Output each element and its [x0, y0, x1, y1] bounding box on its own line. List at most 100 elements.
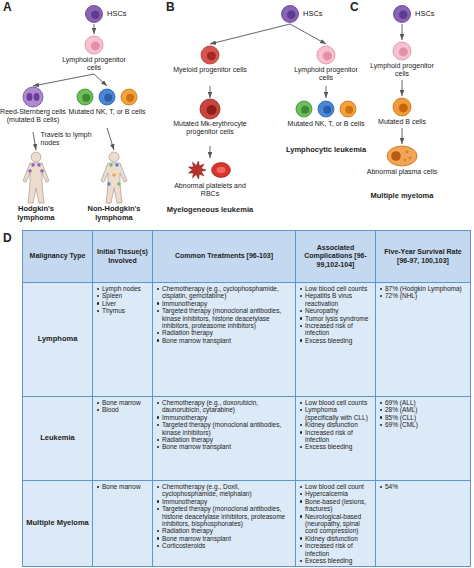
bullet-dot-holder	[156, 300, 162, 307]
cell-shape	[172, 98, 248, 120]
bullet-item: Increased risk of infection	[299, 429, 372, 444]
bullet-dot-holder	[299, 483, 305, 490]
cell-body	[85, 36, 103, 54]
bullet-item: Bone marrow transplant	[156, 443, 292, 450]
bullet-dot	[380, 402, 382, 404]
cell-text: Bone marrow	[102, 483, 141, 490]
header-cell: Associated Complications [96-99,102-104]	[296, 231, 376, 283]
bullet-dot	[380, 416, 382, 418]
bullet-item: 28% (AML)	[379, 406, 467, 413]
cell-illustration	[366, 40, 438, 62]
header-text: Common Treatments [96-103]	[175, 252, 273, 259]
bullet-dot	[380, 409, 382, 411]
header-cell: Initial Tissue(s) Involved	[93, 231, 153, 283]
bullet-item: Lymph nodes	[96, 285, 149, 292]
bullet-item: Excess bleeding	[299, 337, 372, 344]
bullet-dot-holder	[299, 421, 305, 428]
cell-label: Mutated B cells	[378, 118, 426, 126]
bullet-item: Chemotherapy (e.g., doxorubicin, daunoru…	[156, 399, 292, 414]
bullet-item: Hypercalcemia	[299, 490, 372, 497]
bullet-dot	[300, 431, 302, 433]
cell-body	[86, 6, 103, 23]
lymph-node-dot	[107, 182, 110, 185]
cell-body	[394, 6, 411, 23]
lymph-node-dot	[115, 163, 118, 166]
lymph-node-dot	[109, 163, 112, 166]
bullet-dot	[157, 500, 159, 502]
flow-arrow	[107, 128, 114, 150]
bullet-item: Immunotherapy	[156, 300, 292, 307]
flow-arrow	[326, 86, 327, 98]
bullet-dot	[157, 424, 159, 426]
cell-nucleus	[399, 11, 408, 20]
cell-body	[393, 42, 411, 60]
cell-text: Low blood cell counts	[305, 399, 367, 406]
cell-text: Targeted therapy (monoclonal antibodies,…	[162, 307, 292, 329]
cell-label: Mutated NK, T, or B cells	[69, 108, 146, 116]
bullet-dot-holder	[156, 329, 162, 336]
bullet-dot-holder	[156, 542, 162, 549]
cell-text: Increased risk of infection	[305, 542, 372, 557]
cell-illustration	[172, 158, 248, 182]
table-cell: Low blood cell countsLymphoma (specifica…	[296, 397, 376, 481]
flow-arrow	[33, 132, 36, 150]
plasma-cell	[387, 146, 417, 166]
bullet-dot-holder	[96, 285, 102, 292]
cell-node: Lymphoid progenitor cells	[290, 44, 362, 86]
cell-text: Low blood cell counts	[305, 285, 367, 292]
platelet	[189, 161, 207, 179]
lymph-node-dot	[28, 169, 31, 172]
cell-text: Excess bleeding	[305, 337, 352, 344]
bullet-dot	[300, 424, 302, 426]
bullet-dot	[300, 537, 302, 539]
bullet-dot	[300, 446, 302, 448]
bullet-item: Corticosteroids	[156, 542, 292, 549]
cell-text: Low blood cell count	[305, 483, 364, 490]
cell-text: Radiation therapy	[162, 436, 213, 443]
bullet-dot-holder	[299, 399, 305, 406]
bullet-dot-holder	[299, 307, 305, 314]
cell-label: HSCs	[104, 10, 127, 18]
malignancy-name: Multiple Myeloma	[26, 518, 89, 527]
bullet-dot	[300, 295, 302, 297]
cell-node: Hodgkin's lymphoma	[2, 150, 70, 222]
cell-text: Bone marrow transplant	[162, 337, 231, 344]
panel-letter: D	[3, 232, 21, 245]
cell-text: Chemotherapy (e.g., Doxil, cyclophospham…	[162, 483, 292, 498]
bullet-dot-holder	[379, 414, 385, 421]
header-text: Initial Tissue(s) Involved	[97, 248, 148, 263]
bullet-dot-holder	[96, 399, 102, 406]
cell-shape	[284, 98, 368, 120]
bullet-dot-holder	[379, 421, 385, 428]
bullet-item: Low blood cell counts	[299, 285, 372, 292]
cell-illustration	[0, 86, 66, 108]
cell-label: HSCs	[300, 10, 323, 18]
bullet-item: Increased risk of infection	[299, 322, 372, 337]
panel-letter: A	[3, 1, 23, 14]
flow-arrow	[94, 74, 107, 86]
cell-label: HSCs	[412, 10, 435, 18]
bullet-item: Hepatitis B virus reactivation	[299, 292, 372, 307]
bullet-dot	[157, 439, 159, 441]
bullet-dot-holder	[156, 414, 162, 421]
table-cell: 54%	[376, 481, 471, 567]
bullet-dot	[157, 416, 159, 418]
table-cell: Chemotherapy (e.g., doxorubicin, daunoru…	[153, 397, 296, 481]
cell-nucleus	[34, 93, 40, 101]
bullet-item: Immunotherapy	[156, 414, 292, 421]
cell-text: Targeted therapy (monoclonal antibodies,…	[162, 505, 292, 527]
bullet-dot-holder	[96, 406, 102, 413]
bullet-dot	[157, 545, 159, 547]
cell-shape	[172, 44, 248, 66]
cell-nucleus	[82, 94, 90, 102]
cell-node: Reed-Sternberg cells (mutated B cells)	[0, 86, 66, 132]
bullet-item: Blood	[96, 406, 149, 413]
bullet-dot	[157, 508, 159, 510]
bullet-dot	[157, 537, 159, 539]
cell-shape	[2, 150, 70, 205]
malignancy-name: Lymphoma	[38, 334, 78, 343]
body-figure	[101, 152, 127, 203]
cell-shape	[66, 86, 148, 108]
bullet-item: Thymus	[96, 307, 149, 314]
bullet-dot-holder	[299, 542, 305, 557]
